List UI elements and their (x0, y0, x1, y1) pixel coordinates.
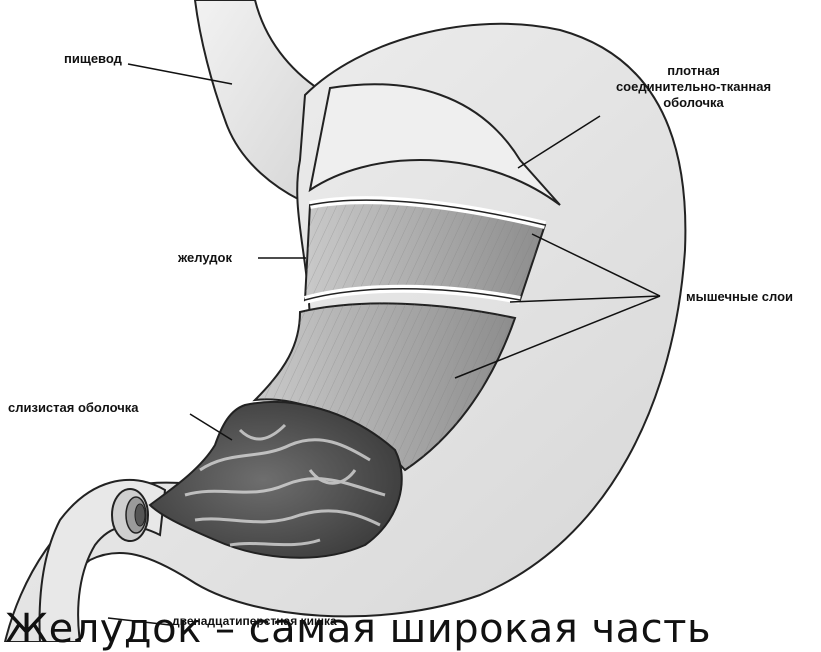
label-serosa-line1: плотная (606, 63, 781, 79)
label-esophagus: пищевод (64, 51, 122, 67)
label-serosa-line3: оболочка (606, 95, 781, 111)
pylorus-ring (112, 489, 148, 541)
label-serosa: плотная соединительно-тканная оболочка (606, 63, 781, 111)
label-serosa-line2: соединительно-тканная (606, 79, 781, 95)
label-mucosa: слизистая оболочка (8, 400, 139, 416)
label-stomach: желудок (178, 250, 232, 266)
label-muscle-layers: мышечные слои (686, 289, 793, 305)
caption-text: Желудок – самая широкая часть (5, 606, 711, 652)
